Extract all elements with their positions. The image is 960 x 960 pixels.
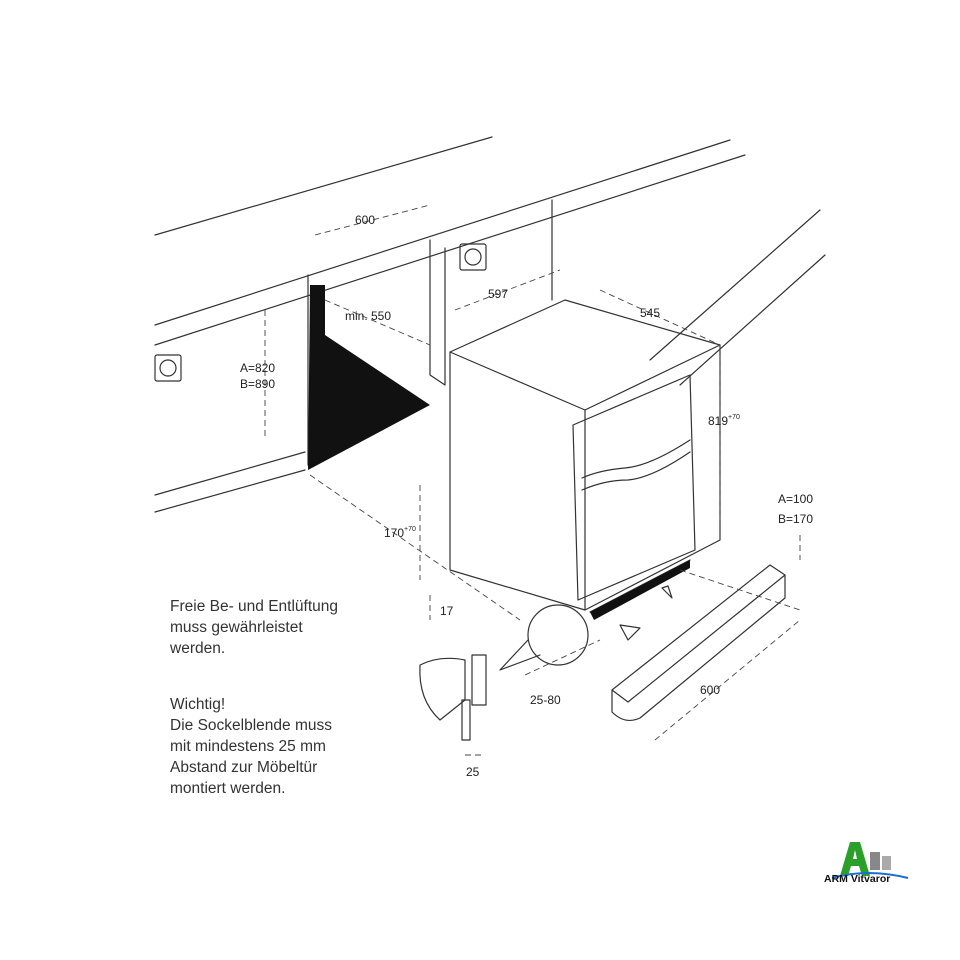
dim-niche-width: 600: [355, 213, 375, 227]
dim-niche-height-b: B=890: [240, 377, 275, 391]
dim-plinth-length: 600: [700, 683, 720, 697]
dim-appliance-width: 597: [488, 287, 508, 301]
dim-appliance-height-tol: +70: [728, 414, 740, 421]
socket-face: [159, 359, 177, 377]
dim-plinth-adjust-value: 170: [384, 526, 404, 540]
door-handle: [581, 451, 691, 491]
dim-appliance-depth: 545: [640, 306, 660, 320]
appliance-toe-kick: [590, 560, 690, 620]
worktop-edge: [154, 139, 731, 326]
dim-detail-gap: 25: [466, 765, 480, 779]
logo-appliance-icon: [870, 852, 880, 870]
appliance-door: [572, 374, 696, 601]
logo-appliance-icon: [882, 856, 891, 870]
worktop-edge: [154, 154, 746, 346]
vent-arrow-icon: [619, 624, 641, 641]
ground-projection: [309, 474, 521, 621]
appliance-body: [449, 299, 721, 611]
door-handle: [581, 439, 691, 479]
dim-appliance-height: 819+70: [708, 414, 740, 428]
appliance-front-edge: [449, 344, 721, 411]
detail-section: [471, 654, 487, 706]
important-note: Wichtig! Die Sockelblende muss mit minde…: [170, 696, 332, 797]
plinth-board: [611, 574, 786, 722]
logo-letter-a-icon: [840, 842, 870, 876]
dim-niche-height-a: A=820: [240, 361, 275, 375]
detail-section: [461, 699, 471, 741]
socket-face: [464, 248, 482, 266]
detail-section: [419, 657, 466, 721]
worktop-edge: [154, 136, 493, 236]
dim-niche-depth: min. 550: [345, 309, 391, 323]
logo-text: ARM Vitvaror: [824, 873, 891, 885]
arm-vitvaror-logo: [831, 842, 909, 879]
cabinet-base-line: [154, 451, 306, 496]
ventilation-note: Freie Be- und Entlüftung muss gewährleis…: [170, 598, 339, 657]
logo-swoosh-icon: [831, 872, 909, 879]
dimension-line: [454, 269, 561, 311]
dim-plinth-height-b: B=170: [778, 512, 813, 526]
cabinet-base-line-right: [649, 209, 821, 361]
dim-appliance-height-value: 819: [708, 414, 728, 428]
vent-arrow-icon: [661, 585, 673, 599]
dim-bottom-gap: 17: [440, 604, 454, 618]
niche-shadow: [308, 285, 430, 470]
dim-plinth-adjust-tol: +70: [404, 526, 416, 533]
dim-plinth-adjust: 170+70: [384, 526, 416, 540]
dimension-line: [599, 289, 721, 346]
plinth-board: [611, 564, 786, 703]
cabinet-base-line-right: [679, 254, 826, 386]
ground-projection: [679, 569, 801, 611]
dim-plinth-height-a: A=100: [778, 492, 813, 506]
cabinet-base-line: [154, 469, 306, 513]
socket-outline: [459, 243, 487, 271]
detail-callout-circle: [527, 604, 589, 666]
socket-outline: [154, 354, 182, 382]
dimension-line: [324, 299, 431, 346]
dimension-line: [654, 619, 801, 741]
dim-plinth-offset: 25-80: [530, 693, 561, 707]
niche-right-panel: [429, 239, 446, 386]
detail-callout-tail: [499, 639, 541, 671]
dimension-line: [524, 639, 601, 676]
